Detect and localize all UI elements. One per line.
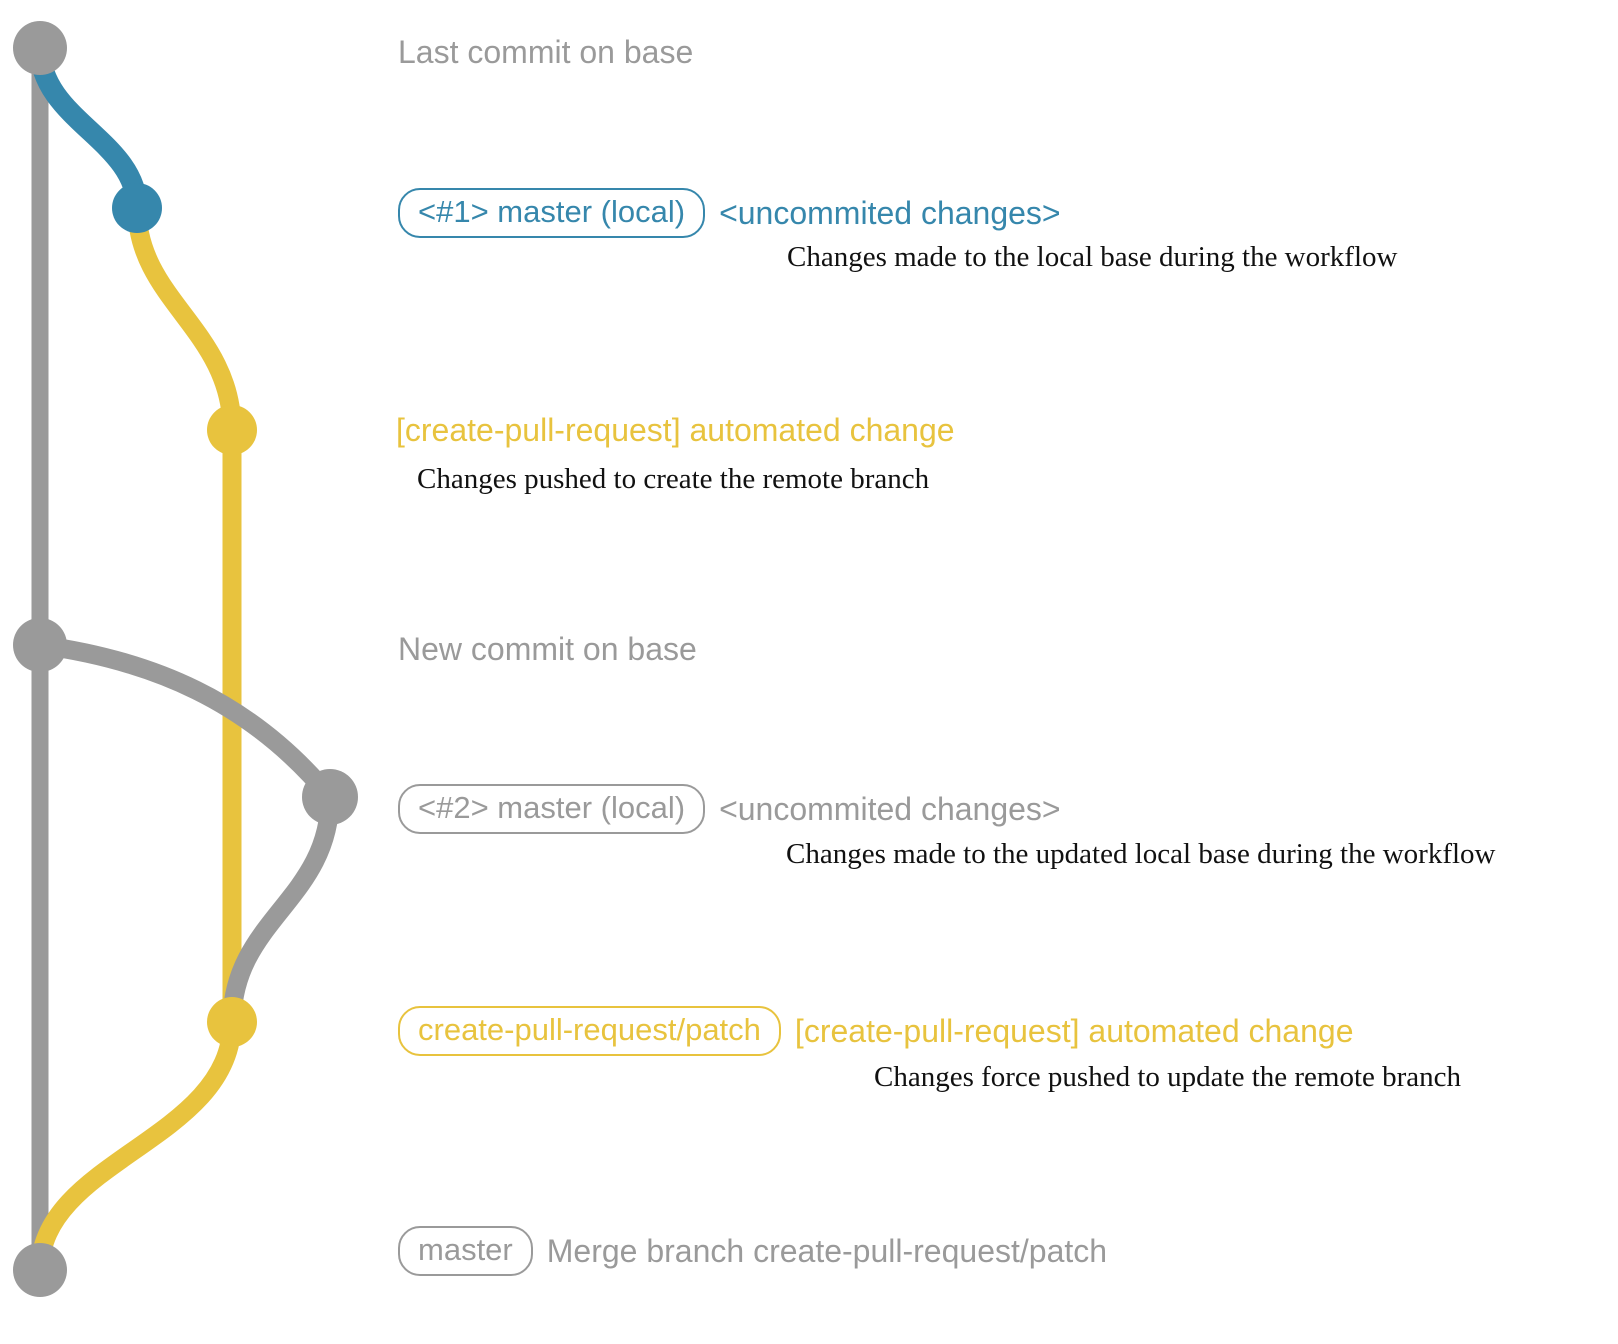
update-branch-in-line	[222, 787, 340, 1032]
entry-caption-master-local-1: Changes made to the local base during th…	[787, 241, 1398, 273]
local-branch-line	[29, 37, 148, 219]
branch-badge-master-local-2[interactable]: <#2> master (local)	[398, 784, 706, 834]
entry-caption-automated-change-1: Changes pushed to create the remote bran…	[417, 463, 930, 495]
commit-node-merge[interactable]	[13, 1243, 67, 1297]
entry-master-local-1: <#1> master (local) <uncommited changes>	[398, 188, 1061, 238]
commit-node-base-head[interactable]	[13, 21, 67, 75]
entry-automated-change-1: [create-pull-request] automated change	[396, 414, 955, 446]
update-branch-out-line	[30, 635, 340, 807]
entry-caption-automated-change-2: Changes force pushed to update the remot…	[874, 1061, 1462, 1093]
commit-node-patch-1[interactable]	[207, 405, 257, 455]
commit-node-local-2[interactable]	[302, 769, 358, 825]
entry-last-commit-on-base: Last commit on base	[398, 36, 693, 68]
entry-merge-commit: master Merge branch create-pull-request/…	[398, 1226, 1107, 1276]
merge-line	[30, 1012, 242, 1280]
branch-badge-create-pull-request-patch[interactable]: create-pull-request/patch	[398, 1006, 781, 1056]
entry-caption-master-local-2: Changes made to the updated local base d…	[786, 838, 1496, 870]
commit-node-patch-2[interactable]	[207, 997, 257, 1047]
entry-headline: [create-pull-request] automated change	[794, 1013, 1354, 1049]
entry-new-commit-on-base: New commit on base	[398, 633, 697, 665]
entry-headline: <uncommited changes>	[719, 791, 1061, 827]
branch-badge-master-local-1[interactable]: <#1> master (local)	[398, 188, 706, 238]
entry-headline: <uncommited changes>	[719, 195, 1061, 231]
commit-node-base-new[interactable]	[13, 618, 67, 672]
commit-node-local-1[interactable]	[112, 183, 162, 233]
branch-badge-master[interactable]: master	[398, 1226, 533, 1276]
entry-headline: [create-pull-request] automated change	[396, 412, 955, 448]
entry-headline: New commit on base	[398, 631, 697, 667]
entry-headline: Last commit on base	[398, 34, 694, 70]
entry-automated-change-2: create-pull-request/patch [create-pull-r…	[398, 1006, 1353, 1056]
patch-lane-line	[127, 198, 242, 1032]
entry-master-local-2: <#2> master (local) <uncommited changes>	[398, 784, 1061, 834]
entry-headline: Merge branch create-pull-request/patch	[546, 1233, 1108, 1269]
